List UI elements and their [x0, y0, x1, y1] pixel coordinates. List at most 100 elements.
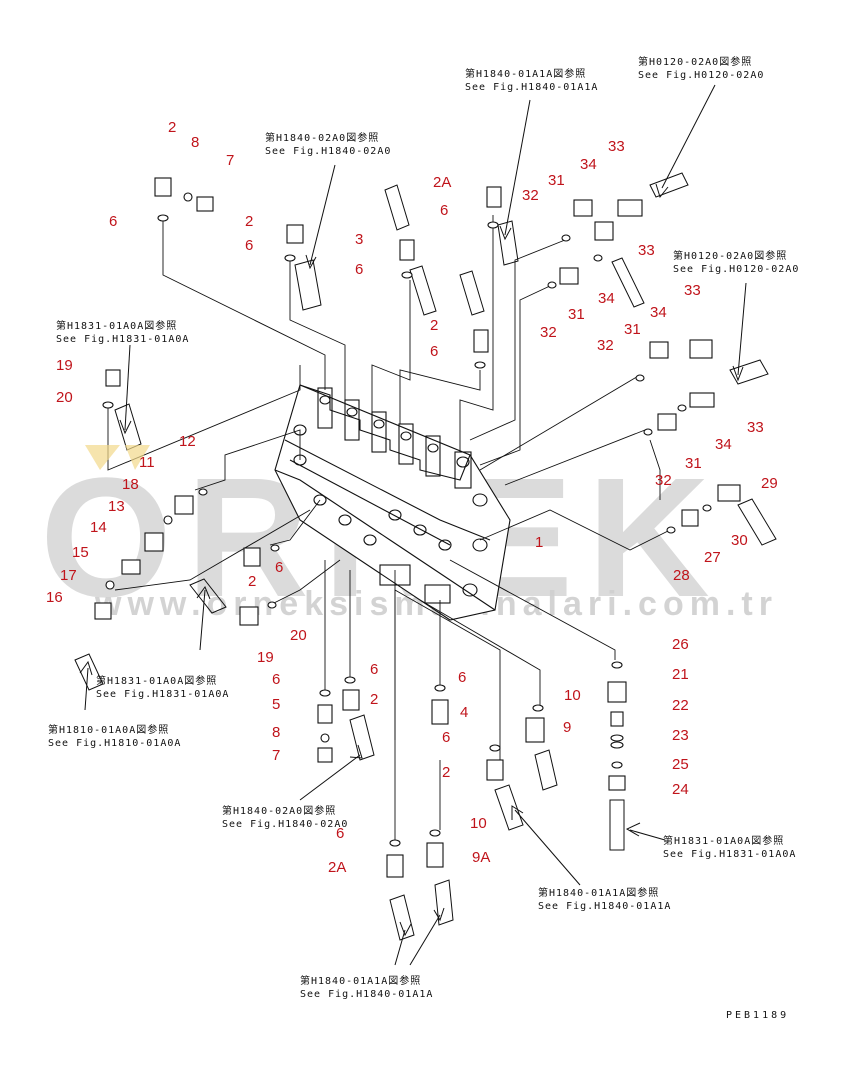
reference-jp: 第H0120-02A0図参照 — [638, 57, 753, 68]
callout-label: 14 — [90, 519, 107, 536]
callout-label: 2A — [328, 859, 347, 876]
reference-jp: 第H1831-01A0A図参照 — [56, 321, 178, 332]
callout-label: 19 — [257, 649, 274, 666]
callout-label: 2 — [245, 213, 254, 230]
callout-label: 5 — [272, 696, 281, 713]
callout-label: 8 — [191, 134, 200, 151]
callout-label: 15 — [72, 544, 89, 561]
callout-label: 30 — [731, 532, 748, 549]
callout-label: 33 — [608, 138, 625, 155]
callout-label: 33 — [638, 242, 655, 259]
reference-block: 第H1840-01A1A図参照 See Fig.H1840-01A1A — [300, 975, 433, 1001]
reference-en: See Fig.H1810-01A0A — [48, 738, 182, 749]
reference-en: See Fig.H0120-02A0 — [638, 70, 765, 81]
callout-label: 32 — [655, 472, 672, 489]
leader-lines — [107, 215, 671, 840]
callout-label: 17 — [60, 567, 77, 584]
reference-jp: 第H1810-01A0A図参照 — [48, 725, 170, 736]
reference-en: See Fig.H1831-01A0A — [96, 689, 230, 700]
callout-label: 22 — [672, 697, 689, 714]
reference-arrows — [79, 84, 747, 966]
reference-jp: 第H1831-01A0A図参照 — [663, 836, 785, 847]
callout-label: 34 — [598, 290, 615, 307]
callout-label: 26 — [672, 636, 689, 653]
reference-block: 第H1840-01A1A図参照 See Fig.H1840-01A1A — [538, 887, 671, 913]
callout-label: 2 — [430, 317, 439, 334]
reference-en: See Fig.H1840-01A1A — [465, 82, 599, 93]
callout-label: 12 — [179, 433, 196, 450]
callout-label: 32 — [597, 337, 614, 354]
drawing-code: PEB1189 — [726, 1010, 790, 1021]
callout-label: 9 — [563, 719, 572, 736]
callout-label: 19 — [56, 357, 73, 374]
callout-label: 28 — [673, 567, 690, 584]
callout-label: 6 — [430, 343, 439, 360]
reference-block: 第H1810-01A0A図参照 See Fig.H1810-01A0A — [48, 724, 181, 750]
callout-label: 31 — [568, 306, 585, 323]
callout-label: 11 — [139, 454, 155, 471]
reference-block: 第H1840-02A0図参照 See Fig.H1840-02A0 — [222, 805, 348, 831]
callout-label: 34 — [650, 304, 667, 321]
callout-label: 21 — [672, 666, 689, 683]
reference-en: See Fig.H1840-02A0 — [265, 146, 392, 157]
callout-label: 6 — [336, 825, 345, 842]
callout-label: 32 — [540, 324, 557, 341]
reference-jp: 第H0120-02A0図参照 — [673, 251, 788, 262]
callout-label: 6 — [458, 669, 467, 686]
fittings — [94, 177, 741, 878]
reference-en: See Fig.H1831-01A0A — [56, 334, 190, 345]
callout-label: 34 — [715, 436, 732, 453]
callout-label: 7 — [272, 747, 281, 764]
callout-label: 1 — [535, 534, 544, 551]
reference-block: 第H1831-01A0A図参照 See Fig.H1831-01A0A — [56, 320, 189, 346]
callout-label: 18 — [122, 476, 139, 493]
callout-label: 33 — [684, 282, 701, 299]
callout-label: 4 — [460, 704, 469, 721]
watermark-accent — [85, 445, 120, 470]
callout-label: 34 — [580, 156, 597, 173]
callout-label: 6 — [442, 729, 451, 746]
reference-jp: 第H1840-02A0図参照 — [222, 806, 337, 817]
reference-block: 第H1840-01A1A図参照 See Fig.H1840-01A1A — [465, 68, 598, 94]
reference-block: 第H1831-01A0A図参照 See Fig.H1831-01A0A — [96, 675, 229, 701]
callout-label: 16 — [46, 589, 63, 606]
callout-label: 2 — [442, 764, 451, 781]
reference-en: See Fig.H1831-01A0A — [663, 849, 797, 860]
callout-label: 6 — [355, 261, 364, 278]
callout-label: 32 — [522, 187, 539, 204]
reference-en: See Fig.H1840-01A1A — [300, 989, 434, 1000]
callout-label: 10 — [470, 815, 487, 832]
callout-label: 27 — [704, 549, 721, 566]
callout-label: 23 — [672, 727, 689, 744]
callout-label: 3 — [355, 231, 364, 248]
callout-label: 31 — [548, 172, 565, 189]
callout-label: 9A — [472, 849, 491, 866]
callout-label: 25 — [672, 756, 689, 773]
reference-jp: 第H1840-01A1A図参照 — [300, 976, 422, 987]
callout-label: 6 — [245, 237, 254, 254]
callout-label: 20 — [290, 627, 307, 644]
callout-label: 29 — [761, 475, 778, 492]
reference-jp: 第H1840-01A1A図参照 — [538, 888, 660, 899]
reference-en: See Fig.H0120-02A0 — [673, 264, 800, 275]
callout-label: 6 — [440, 202, 449, 219]
reference-jp: 第H1840-01A1A図参照 — [465, 69, 587, 80]
reference-block: 第H0120-02A0図参照 See Fig.H0120-02A0 — [673, 250, 799, 276]
callout-label: 24 — [672, 781, 689, 798]
reference-block: 第H1840-02A0図参照 See Fig.H1840-02A0 — [265, 132, 391, 158]
callout-label: 2 — [168, 119, 177, 136]
callout-label: 31 — [685, 455, 702, 472]
callout-label: 13 — [108, 498, 125, 515]
callout-label: 6 — [370, 661, 379, 678]
reference-en: See Fig.H1840-01A1A — [538, 901, 672, 912]
callout-label: 2A — [433, 174, 452, 191]
callout-label: 2 — [370, 691, 379, 708]
callout-label: 7 — [226, 152, 235, 169]
control-valve-body — [274, 384, 511, 621]
callout-label: 20 — [56, 389, 73, 406]
callout-label: 31 — [624, 321, 641, 338]
reference-en: See Fig.H1840-02A0 — [222, 819, 349, 830]
callout-label: 33 — [747, 419, 764, 436]
